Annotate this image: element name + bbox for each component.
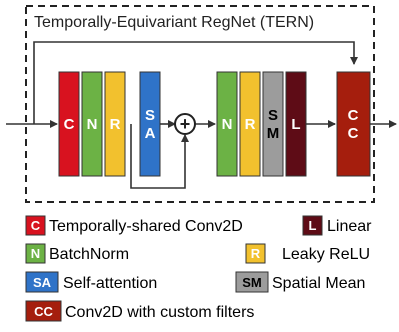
diagram-title: Temporally-Equivariant RegNet (TERN) [34,14,314,31]
legend-label-linear: Linear [327,218,372,235]
legend-swatch-spatial-mean-text: SM [242,275,262,290]
legend-label-spatial-mean: Spatial Mean [272,275,365,292]
sum-node [174,113,196,135]
sum-node-plus: + [180,114,191,134]
legend-label-relu: Leaky ReLU [282,246,370,263]
legend-swatch-relu [245,243,266,264]
outer-skip-connection [33,41,358,124]
legend-swatch-conv-text: C [31,218,41,233]
legend-label-custom: Conv2D with custom filters [65,304,254,321]
legend-swatch-linear [302,215,323,236]
legend-label-batchnorm: BatchNorm [49,246,129,263]
legend-swatch-attention-text: SA [33,275,52,290]
legend-swatch-conv [25,215,46,236]
spatial-mean-block [262,71,284,177]
batchnorm-block-2 [216,71,238,177]
legend-swatch-batchnorm-text: N [31,246,40,261]
conv-block [58,71,80,177]
linear-block-label: L [291,116,300,133]
legend-label-attention: Self-attention [63,275,157,292]
legend: C Temporally-shared Conv2D L Linear N Ba… [25,215,372,322]
legend-swatch-relu-text: R [251,246,261,261]
legend-swatch-linear-text: L [309,218,317,233]
batchnorm-block-1-label: N [87,116,98,133]
batchnorm-block-2-label: N [222,116,233,133]
residual-connection [130,124,189,189]
conv-block-label: C [64,116,75,133]
legend-swatch-custom-text: CC [34,304,53,319]
custom-conv-block [336,71,371,177]
batchnorm-block-1 [81,71,103,177]
self-attention-block [139,71,161,177]
legend-swatch-spatial-mean [235,271,269,293]
relu-block-2-label: R [245,116,256,133]
legend-swatch-custom [25,300,62,322]
legend-swatch-attention [25,271,59,293]
legend-swatch-batchnorm [25,243,46,264]
dashed-frame [25,5,375,203]
relu-block-2 [239,71,261,177]
relu-block-1 [104,71,126,177]
relu-block-1-label: R [110,116,121,133]
legend-label-conv: Temporally-shared Conv2D [49,218,243,235]
